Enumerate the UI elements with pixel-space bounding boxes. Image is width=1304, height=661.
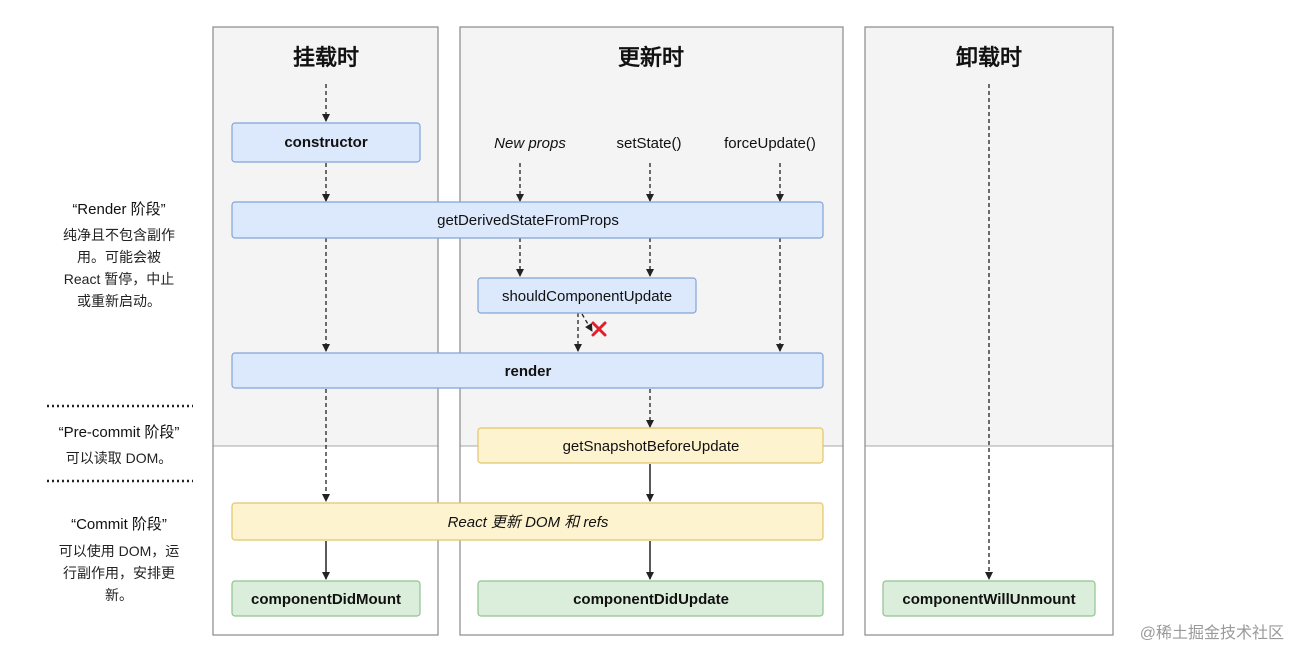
cancel-x-icon xyxy=(591,321,607,337)
commit-phase-desc-line: 新。 xyxy=(105,587,133,603)
update-column xyxy=(459,26,844,636)
render-phase-desc-line: React 暂停，中止 xyxy=(64,271,174,287)
snapshot-box xyxy=(477,427,824,464)
unmount-column-render-area xyxy=(865,27,1113,446)
unmount-column xyxy=(864,26,1114,636)
did-mount-label: componentDidMount xyxy=(251,591,401,608)
react-update-dom-label: React 更新 DOM 和 refs xyxy=(448,514,609,531)
commit-phase-desc-line: 可以使用 DOM，运 xyxy=(59,543,180,559)
trigger-set-state: setState() xyxy=(616,135,681,152)
did-mount-box xyxy=(231,580,421,617)
react-update-dom-box xyxy=(231,502,824,541)
gdsfp-label: getDerivedStateFromProps xyxy=(437,212,619,229)
will-unmount-label: componentWillUnmount xyxy=(902,591,1075,608)
precommit-phase-desc-line: 可以读取 DOM。 xyxy=(66,450,173,466)
render-phase-title: “Render 阶段” xyxy=(72,201,165,218)
render-phase-desc-line: 或重新启动。 xyxy=(77,293,161,309)
trigger-force-update: forceUpdate() xyxy=(724,135,816,152)
gdsfp-box xyxy=(231,201,824,239)
constructor-box xyxy=(231,122,421,163)
constructor-label: constructor xyxy=(284,134,368,151)
did-update-label: componentDidUpdate xyxy=(573,591,729,608)
unmount-column-title: 卸载时 xyxy=(956,45,1022,70)
commit-phase-title: “Commit 阶段” xyxy=(71,516,167,533)
scu-label: shouldComponentUpdate xyxy=(502,288,672,305)
render-phase-desc-line: 纯净且不包含副作 xyxy=(63,227,175,243)
watermark-text: @稀土掘金技术社区 xyxy=(1140,624,1284,642)
mount-column xyxy=(212,26,439,636)
scu-box xyxy=(477,277,697,314)
render-phase-desc-line: 用。可能会被 xyxy=(77,249,161,265)
render-label: render xyxy=(505,363,552,380)
will-unmount-box xyxy=(882,580,1096,617)
mount-column-title: 挂载时 xyxy=(293,45,359,70)
snapshot-label: getSnapshotBeforeUpdate xyxy=(563,438,740,455)
update-column-title: 更新时 xyxy=(618,45,684,70)
render-box xyxy=(231,352,824,389)
precommit-phase-title: “Pre-commit 阶段” xyxy=(59,424,180,441)
trigger-new-props: New props xyxy=(494,135,566,152)
commit-phase-desc-line: 行副作用，安排更 xyxy=(63,565,175,581)
arrow-scu-rejected xyxy=(581,313,593,332)
did-update-box xyxy=(477,580,824,617)
